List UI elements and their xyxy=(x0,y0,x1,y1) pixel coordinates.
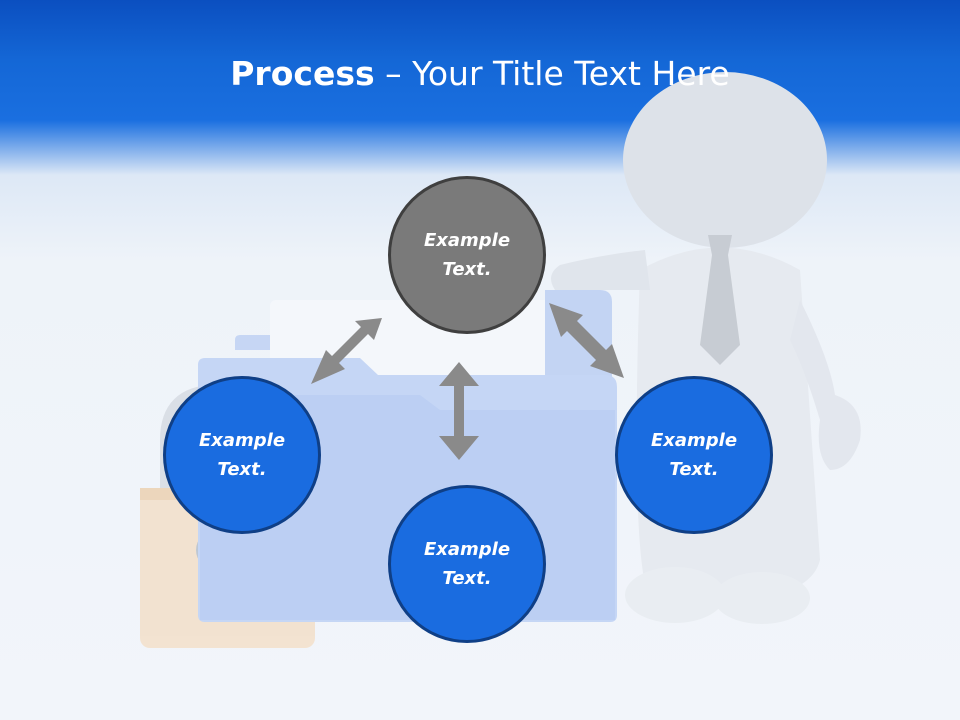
page-title: Process – Your Title Text Here xyxy=(0,52,960,96)
node-text-line2: Text. xyxy=(217,459,267,480)
node-text-line1: Example xyxy=(650,430,738,451)
node-text-line2: Text. xyxy=(442,259,492,280)
process-node-left[interactable]: Example Text. xyxy=(163,376,321,534)
double-arrow-icon xyxy=(439,362,479,460)
process-node-bottom[interactable]: Example Text. xyxy=(388,485,546,643)
process-node-top[interactable]: Example Text. xyxy=(388,176,546,334)
node-text-line2: Text. xyxy=(669,459,719,480)
double-arrow-icon xyxy=(549,303,624,378)
node-text-line1: Example xyxy=(198,430,286,451)
title-bold: Process xyxy=(230,54,375,93)
process-node-right[interactable]: Example Text. xyxy=(615,376,773,534)
node-text-line1: Example xyxy=(423,539,511,560)
double-arrow-icon xyxy=(311,318,382,384)
title-rest: – Your Title Text Here xyxy=(374,54,730,93)
node-text-line2: Text. xyxy=(442,568,492,589)
node-text-line1: Example xyxy=(423,230,511,251)
